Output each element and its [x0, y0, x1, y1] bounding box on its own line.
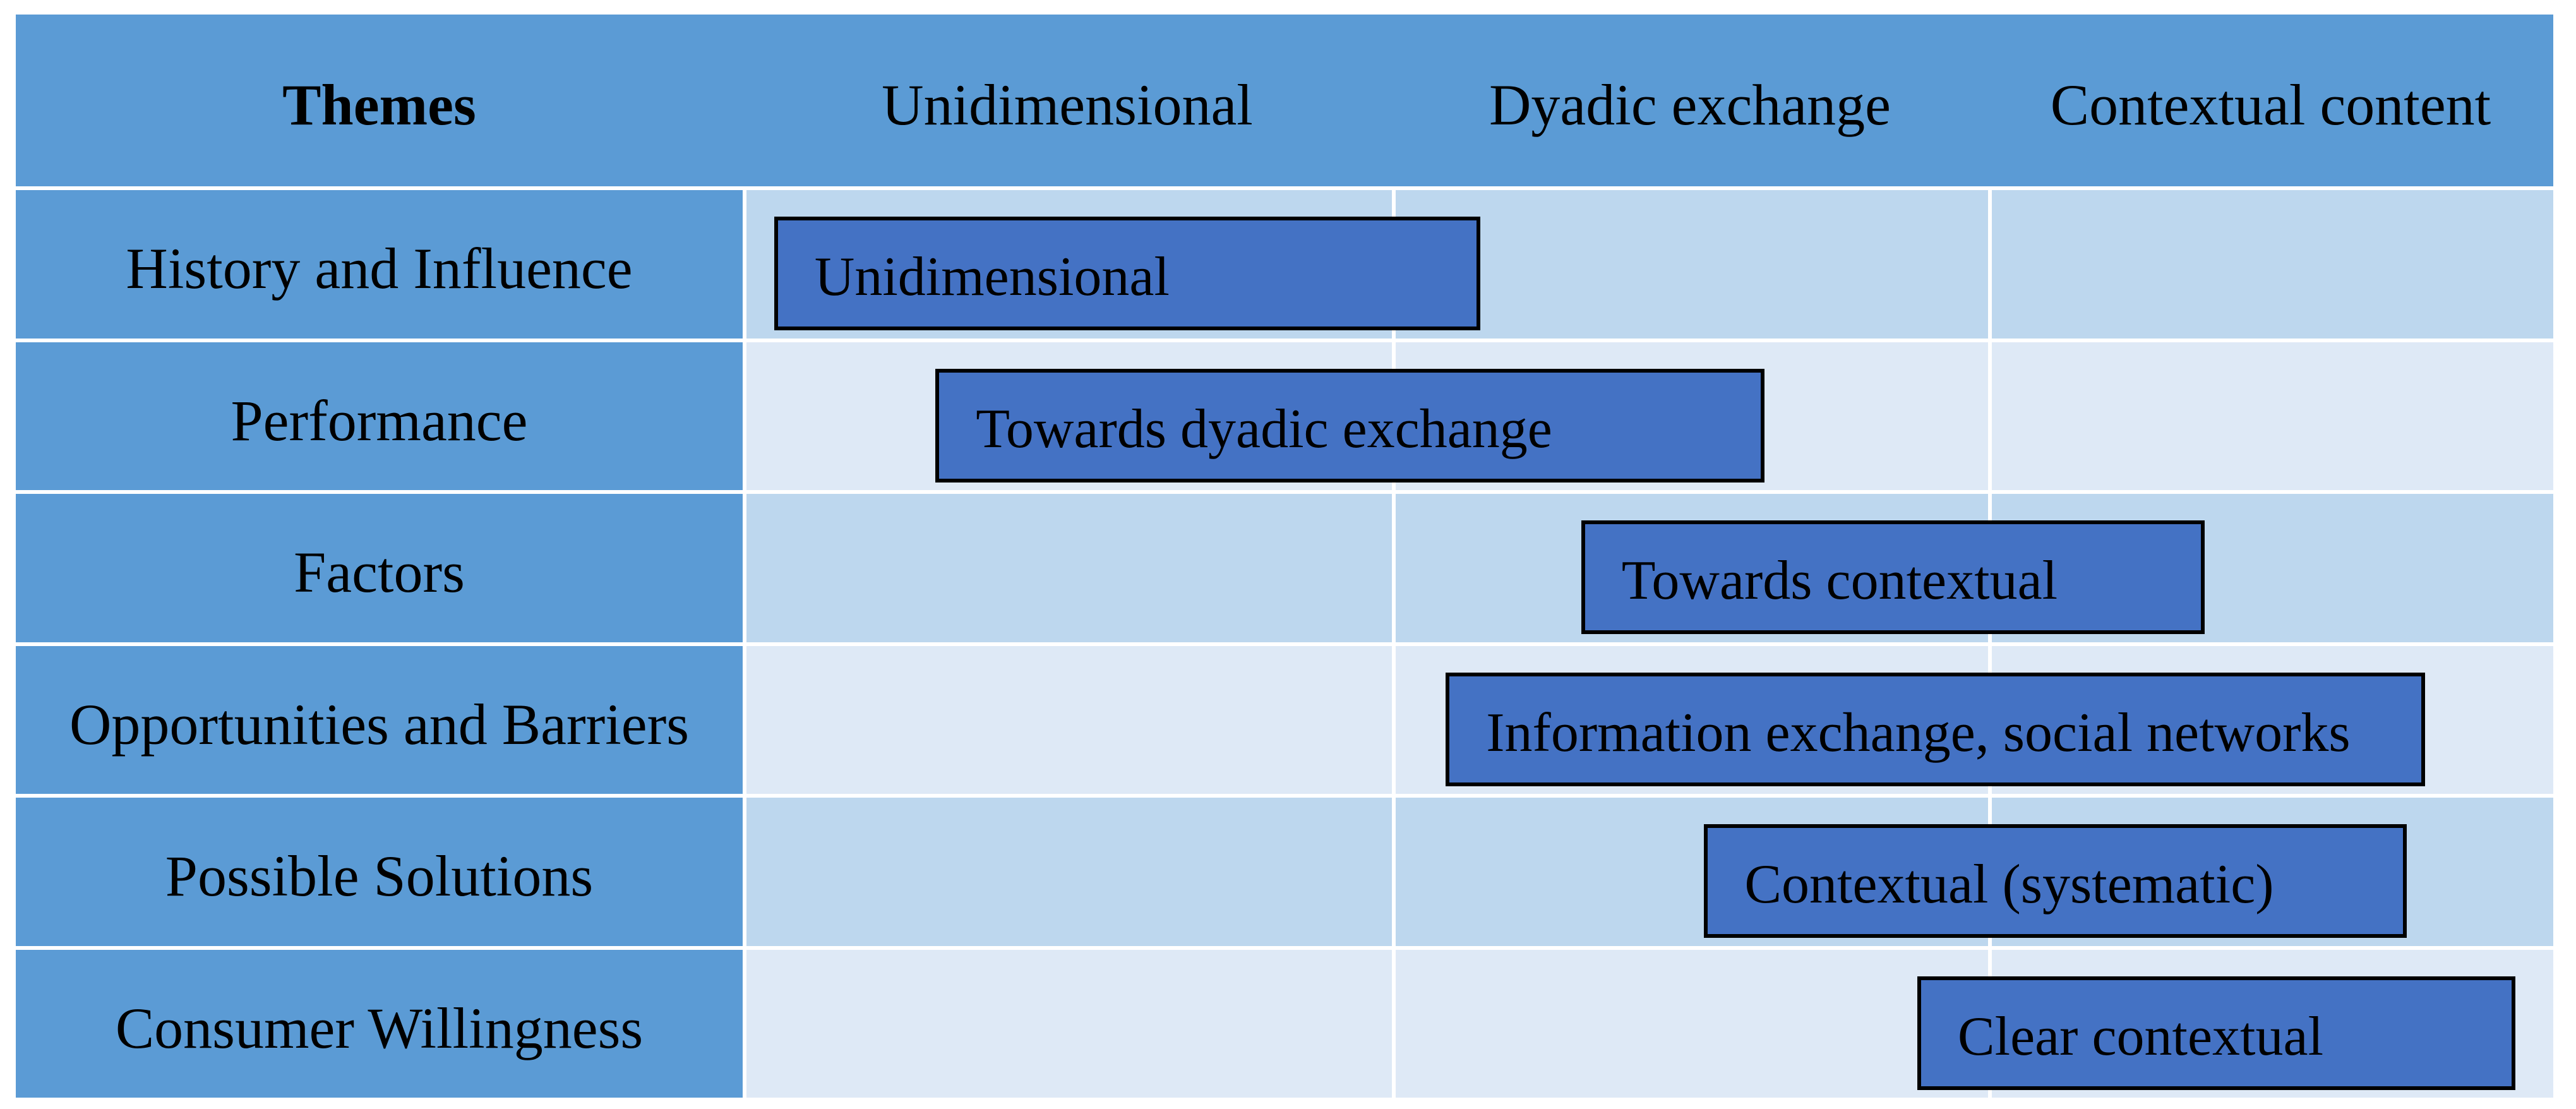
cell-unidimensional — [746, 494, 1392, 642]
header-col-unidimensional: Unidimensional — [882, 73, 1253, 137]
stage-bar: Contextual (systematic) — [1704, 824, 2407, 938]
theme-row: Consumer Willingness Clear contextual — [16, 949, 2553, 1098]
stage-bar-label: Information exchange, social networks — [1486, 702, 2351, 764]
theme-row: History and Influence Unidimensional — [16, 190, 2553, 339]
stage-bar-label: Contextual (systematic) — [1744, 854, 2274, 915]
stage-bar: Towards dyadic exchange — [935, 368, 1765, 483]
themes-matrix-table: Themes Unidimensional Dyadic exchange Co… — [16, 15, 2553, 1098]
theme-label-cell: Possible Solutions — [16, 798, 743, 946]
row-data-area: Unidimensional — [746, 190, 2553, 339]
rows-container: History and Influence Unidimensional Per… — [16, 190, 2553, 1098]
stage-bar-label: Unidimensional — [814, 246, 1170, 308]
header-themes: Themes — [282, 73, 476, 137]
row-data-area: Information exchange, social networks — [746, 645, 2553, 794]
theme-label-cell: Performance — [16, 342, 743, 490]
cell-unidimensional — [746, 798, 1392, 946]
cell-dyadic-exchange — [1396, 949, 1988, 1098]
stage-bar: Clear contextual — [1917, 976, 2515, 1090]
stage-bar: Towards contextual — [1581, 520, 2205, 634]
row-data-area: Contextual (systematic) — [746, 798, 2553, 946]
stage-bar-label: Clear contextual — [1957, 1005, 2324, 1067]
stage-bar: Information exchange, social networks — [1446, 672, 2425, 786]
theme-label-cell: Factors — [16, 494, 743, 642]
header-col-contextual-content: Contextual content — [2050, 73, 2491, 137]
row-data-area: Towards contextual — [746, 494, 2553, 642]
stage-bar-label: Towards dyadic exchange — [976, 398, 1552, 460]
row-data-area: Clear contextual — [746, 949, 2553, 1098]
header-row: Themes Unidimensional Dyadic exchange Co… — [16, 15, 2553, 186]
theme-label-cell: Consumer Willingness — [16, 949, 743, 1098]
cell-contextual-content — [1992, 190, 2553, 339]
cell-unidimensional — [746, 949, 1392, 1098]
theme-row: Factors Towards contextual — [16, 494, 2553, 642]
header-col-dyadic-exchange: Dyadic exchange — [1489, 73, 1891, 137]
theme-row: Performance Towards dyadic exchange — [16, 342, 2553, 490]
row-data-area: Towards dyadic exchange — [746, 342, 2553, 490]
theme-row: Possible Solutions Contextual (systemati… — [16, 798, 2553, 946]
cell-unidimensional — [746, 645, 1392, 794]
theme-row: Opportunities and Barriers Information e… — [16, 645, 2553, 794]
theme-label-cell: History and Influence — [16, 190, 743, 339]
cell-contextual-content — [1992, 342, 2553, 490]
stage-bar: Unidimensional — [774, 217, 1481, 330]
stage-bar-label: Towards contextual — [1621, 550, 2058, 611]
cell-dyadic-exchange — [1396, 190, 1988, 339]
theme-label-cell: Opportunities and Barriers — [16, 645, 743, 794]
